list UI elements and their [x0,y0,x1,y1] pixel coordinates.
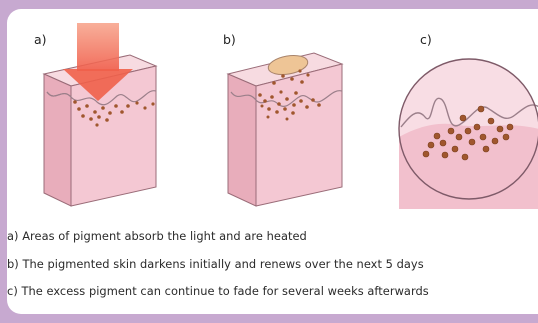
skin-block-b-side [256,64,342,206]
label-b: b) [223,32,236,47]
label-c: c) [420,32,432,47]
caption-b: b) The pigmented skin darkens initially … [7,257,424,271]
magnified-deep-layer [399,124,538,209]
label-a: a) [34,32,47,47]
figure-panel: a) b) c) a) Areas of pigment absorb the … [7,9,538,314]
skin-block-b [228,53,342,206]
caption-c: c) The excess pigment can continue to fa… [7,284,429,298]
caption-a: a) Areas of pigment absorb the light and… [7,229,307,243]
